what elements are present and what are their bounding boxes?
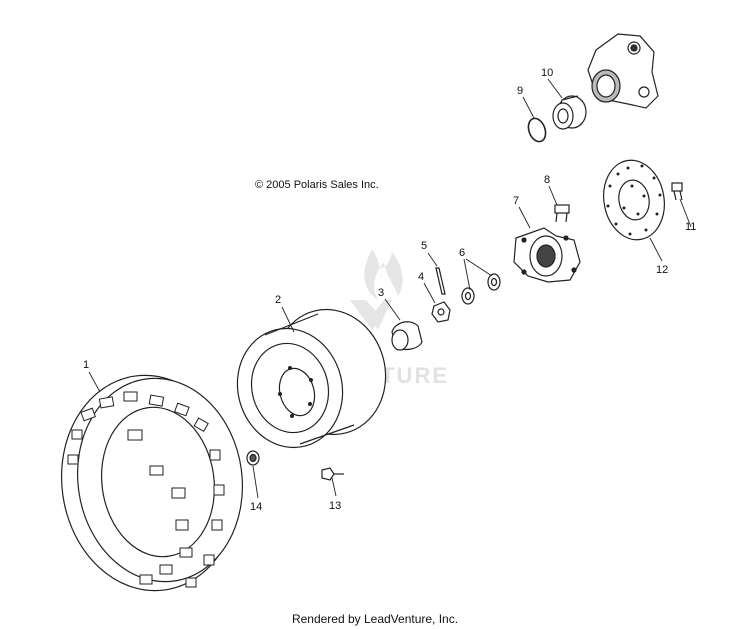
- tire: [60, 374, 244, 592]
- callout-10: 10: [541, 67, 553, 79]
- bearing: [552, 95, 587, 130]
- brake-disc: [603, 159, 665, 241]
- callout-12: 12: [656, 264, 668, 276]
- callout-1: 1: [83, 359, 89, 371]
- callout-7: 7: [513, 195, 519, 207]
- footer-credit: Rendered by LeadVenture, Inc.: [291, 612, 459, 626]
- brake-disc-bolt: [671, 182, 683, 201]
- callout-14: 14: [250, 501, 262, 513]
- callout-5: 5: [421, 240, 427, 252]
- snap-ring: [527, 117, 547, 143]
- cotter-pin: [435, 267, 446, 295]
- callout-9: 9: [517, 85, 523, 97]
- hub-bolt: [554, 204, 570, 223]
- callout-13: 13: [329, 500, 341, 512]
- callout-3: 3: [378, 287, 384, 299]
- wheel-hub: [513, 227, 581, 283]
- callout-8: 8: [544, 174, 550, 186]
- callout-6: 6: [459, 247, 465, 259]
- copyright-notice: © 2005 Polaris Sales Inc.: [255, 179, 379, 191]
- callout-11: 11: [685, 221, 696, 233]
- leader-lines: [88, 78, 692, 499]
- lug-nut: [246, 450, 260, 466]
- steering-knuckle: [587, 33, 659, 109]
- hub-cap: [391, 321, 423, 351]
- valve-stem: [321, 467, 344, 481]
- callout-2: 2: [275, 294, 281, 306]
- castle-nut: [431, 301, 451, 323]
- wheel-rim: [236, 308, 387, 449]
- callout-4: 4: [418, 271, 424, 283]
- washers: [461, 273, 501, 305]
